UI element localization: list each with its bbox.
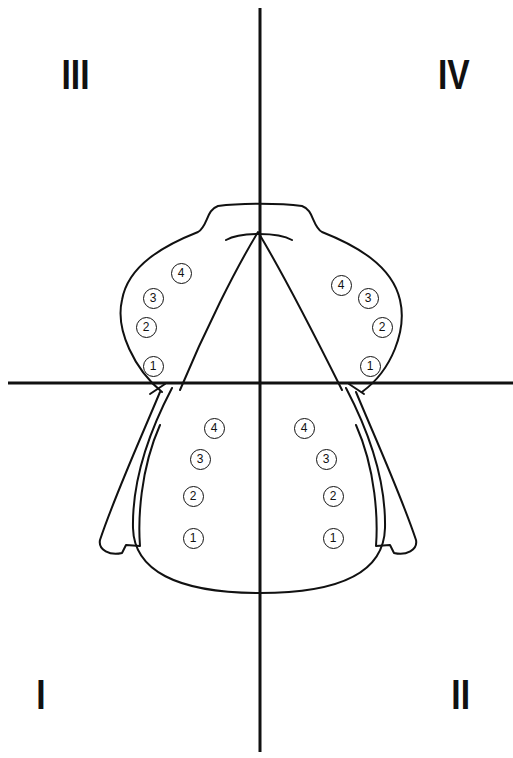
callout-number: 2: [379, 321, 386, 333]
midline: [259, 8, 262, 752]
tooth-circle: 3: [316, 449, 337, 470]
tooth-circle: 2: [323, 486, 344, 507]
callout-number: 2: [330, 490, 337, 502]
quadrant-numeral: II: [451, 674, 470, 716]
callout-number: 1: [150, 360, 157, 372]
tooth-circle: 1: [183, 528, 204, 549]
tooth-circle: 4: [204, 418, 225, 439]
tooth-circle: 1: [360, 356, 381, 377]
left-ramus: [100, 392, 160, 554]
tooth-circle: 3: [190, 449, 211, 470]
right-ramus: [356, 392, 416, 554]
tooth-circle: 2: [372, 317, 393, 338]
tooth-circle: 2: [183, 486, 204, 507]
callout-number: 2: [143, 321, 150, 333]
callout-number: 3: [323, 453, 330, 465]
tooth-circle: 2: [136, 317, 157, 338]
callout-number: 1: [330, 532, 337, 544]
tooth-circle: 3: [143, 288, 164, 309]
callout-number: 2: [190, 490, 197, 502]
callout-number: 3: [365, 292, 372, 304]
callout-number: 3: [150, 292, 157, 304]
callout-number: 4: [178, 267, 185, 279]
tooth-circle: 4: [331, 275, 352, 296]
quadrant-numeral: I: [36, 674, 45, 716]
callout-number: 3: [197, 453, 204, 465]
callout-number: 4: [211, 422, 218, 434]
callout-number: 4: [338, 279, 345, 291]
tooth-circle: 4: [294, 418, 315, 439]
quadrant-numeral: IV: [438, 54, 470, 96]
callout-number: 1: [190, 532, 197, 544]
quadrant-numeral: III: [61, 54, 89, 96]
tooth-circle: 1: [323, 528, 344, 549]
callout-number: 4: [301, 422, 308, 434]
tooth-circle: 4: [171, 263, 192, 284]
occlusal-line: [8, 382, 513, 385]
callout-number: 1: [367, 360, 374, 372]
tooth-circle: 1: [143, 356, 164, 377]
tooth-circle: 3: [358, 288, 379, 309]
